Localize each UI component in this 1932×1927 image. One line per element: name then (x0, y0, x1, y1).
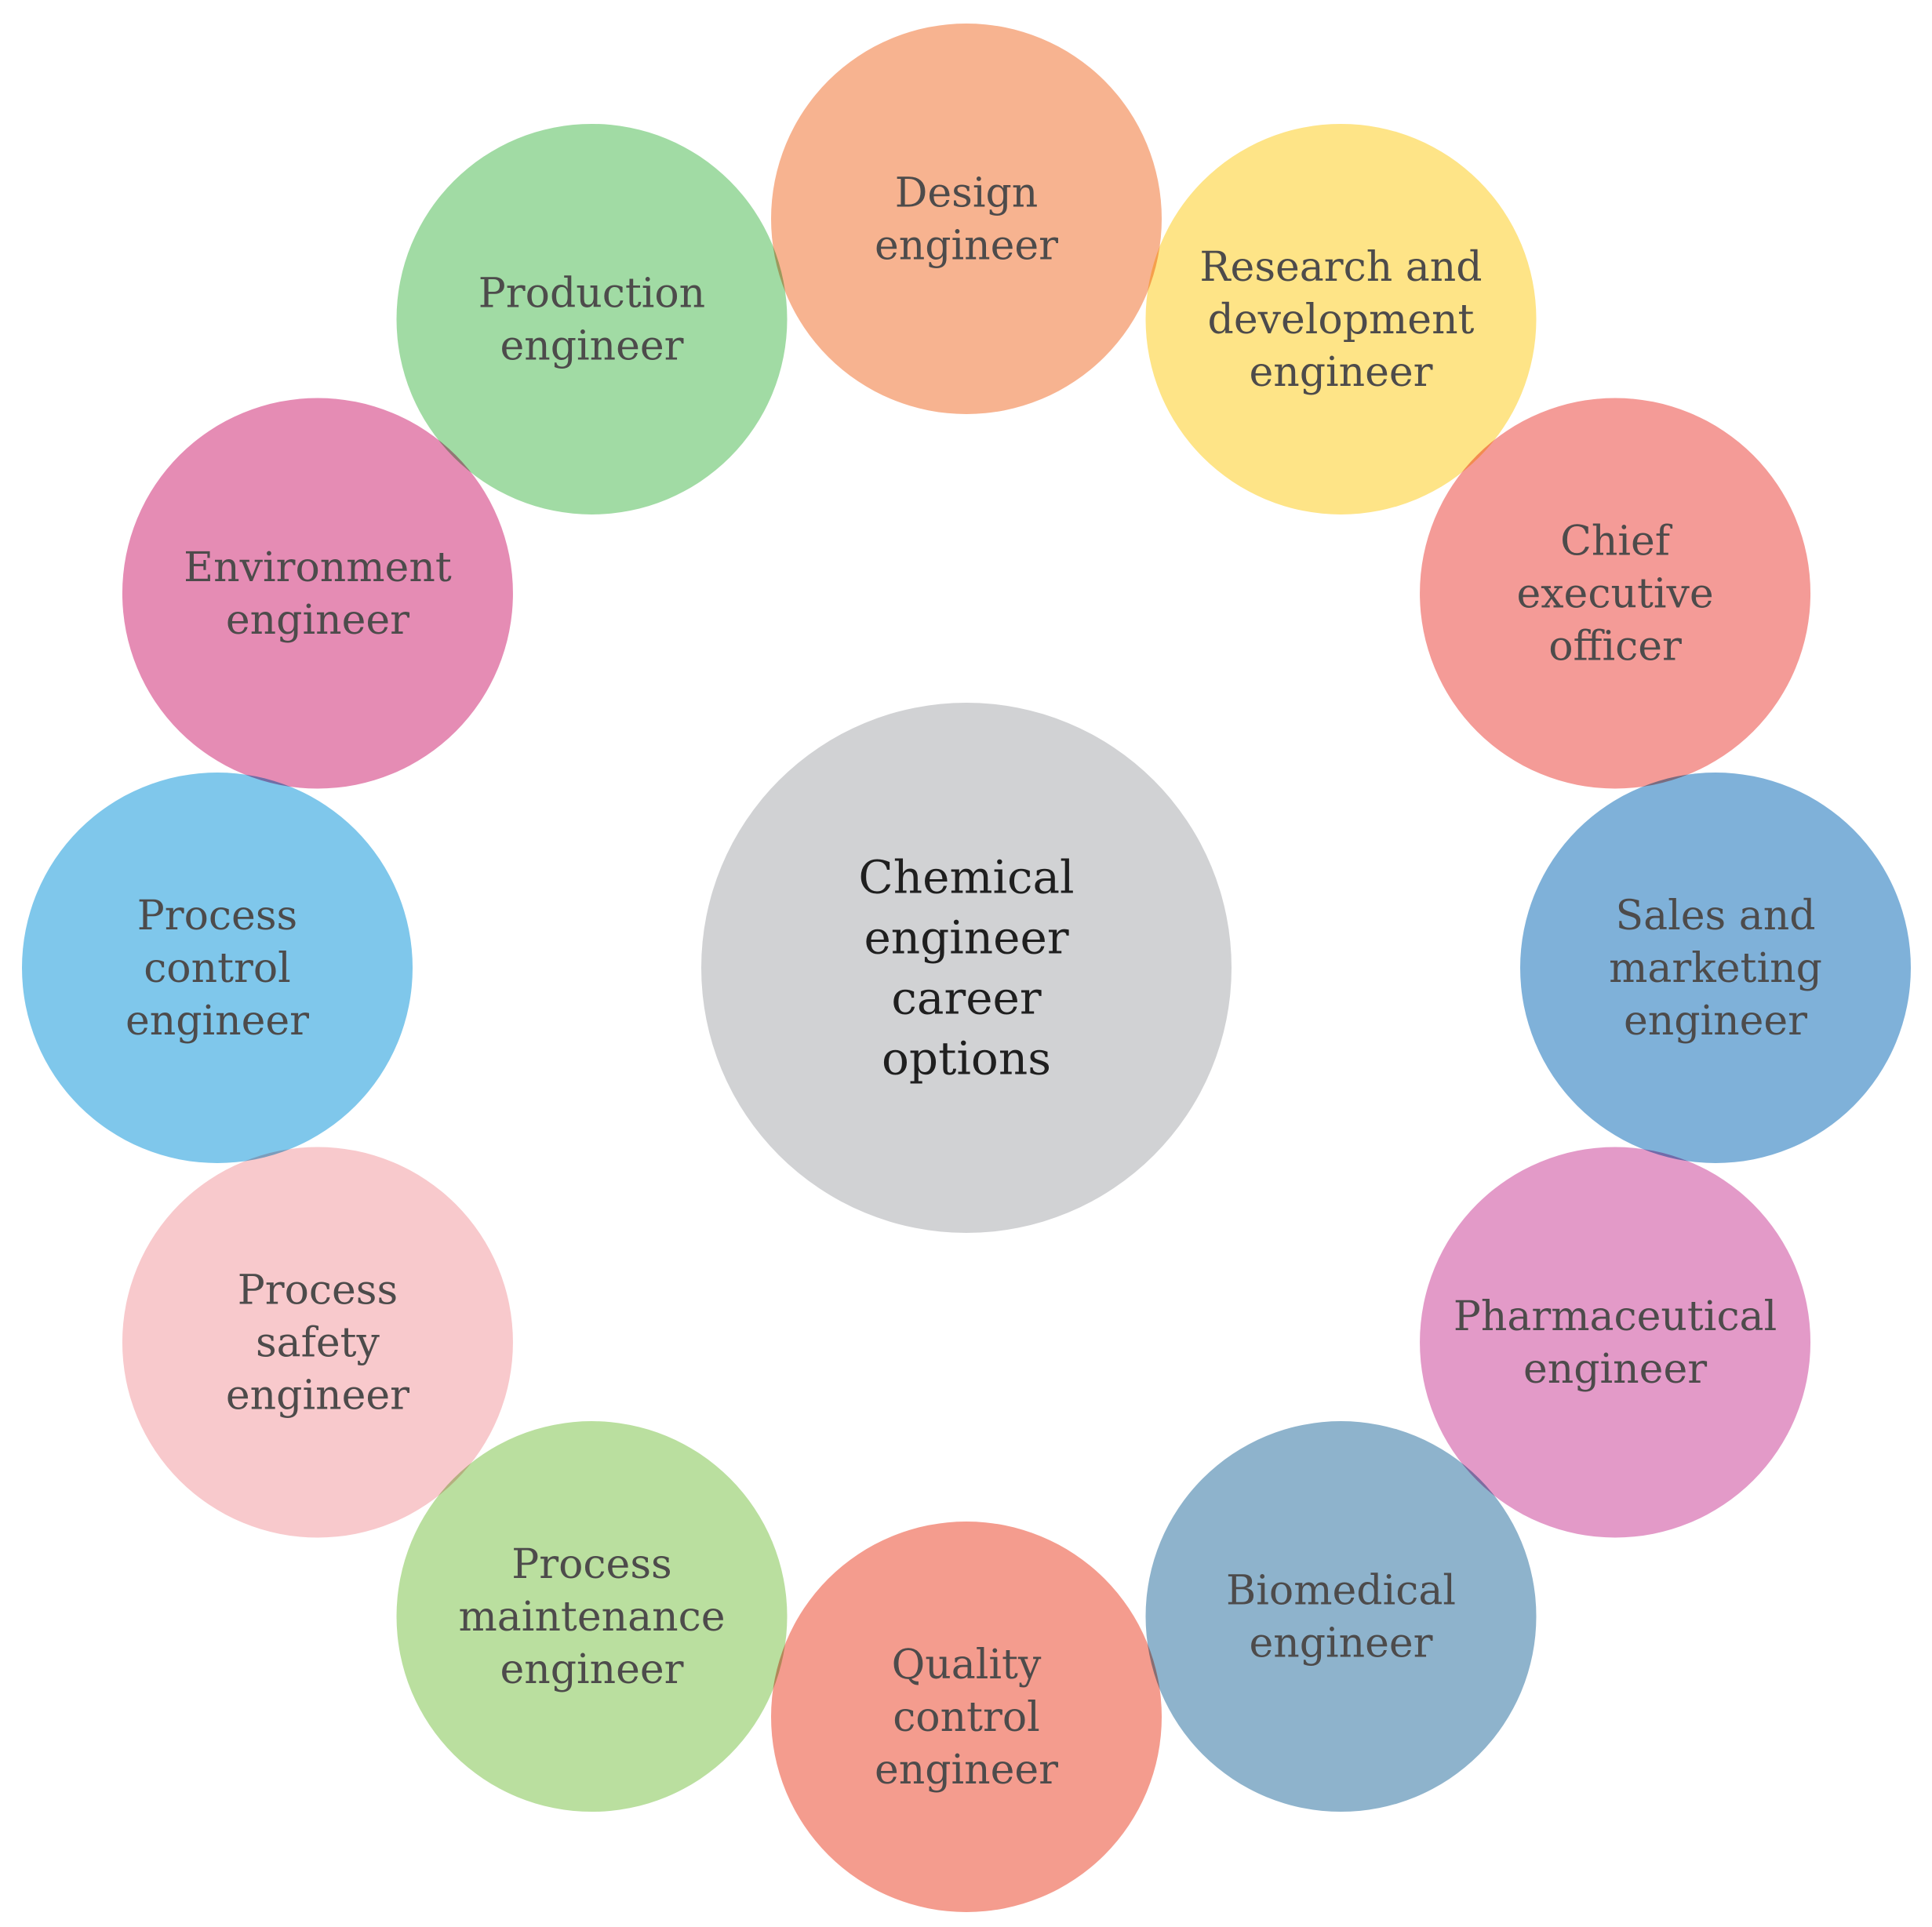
node-label-line: Process (238, 1267, 398, 1314)
node-sales-and-marketing-engineer: Sales and marketing engineer (1520, 773, 1911, 1163)
node-label-line: officer (1548, 624, 1682, 671)
center-label-line: career (891, 972, 1041, 1025)
node-circle (1420, 398, 1811, 789)
node-label-line: engineer (875, 223, 1058, 270)
node-chief-executive-officer: Chief executive officer (1420, 398, 1811, 789)
node-biomedical-engineer: Biomedical engineer (1145, 1421, 1537, 1812)
node-label: Process maintenance engineer (459, 1541, 726, 1693)
node-circle (771, 24, 1162, 414)
node-process-safety-engineer: Process safety engineer (122, 1147, 513, 1538)
node-label-line: Pharmaceutical (1454, 1293, 1777, 1340)
node-process-maintenance-engineer: Process maintenance engineer (396, 1421, 788, 1812)
node-label: Process safety engineer (226, 1267, 409, 1420)
node-label-line: engineer (875, 1747, 1058, 1794)
node-label: Chief executive officer (1516, 518, 1713, 671)
node-label-line: control (144, 945, 291, 992)
node-production-engineer: Production engineer (396, 123, 788, 514)
center-label-line: Chemical (858, 851, 1074, 904)
node-label-line: engineer (1249, 1620, 1432, 1667)
node-label-line: Environment (184, 544, 452, 591)
center-label-line: options (882, 1032, 1051, 1085)
node-label-line: Quality (892, 1642, 1042, 1689)
node-label: Biomedical engineer (1226, 1568, 1456, 1667)
node-circle (122, 1147, 513, 1538)
node-label-line: Research and (1199, 244, 1482, 291)
node-label-line: executive (1516, 571, 1713, 618)
node-circle (1145, 123, 1537, 514)
career-nodes: Design engineer Research and development eng… (22, 24, 1911, 1912)
center-node: Chemical engineer career options (701, 703, 1232, 1233)
node-circle (22, 773, 413, 1163)
node-circle (1520, 773, 1911, 1163)
node-label-line: engineer (226, 597, 409, 644)
node-label: Process control engineer (126, 893, 309, 1045)
node-label-line: engineer (500, 1646, 683, 1693)
node-design-engineer: Design engineer (771, 24, 1162, 414)
node-label-line: maintenance (459, 1594, 726, 1641)
node-label: Environment engineer (184, 544, 452, 644)
node-circle (396, 1421, 788, 1812)
node-label-line: engineer (500, 322, 683, 369)
center-label: Chemical engineer career options (858, 851, 1074, 1085)
node-label: Design engineer (875, 170, 1058, 270)
node-label-line: Production (478, 270, 705, 317)
node-circle (396, 123, 788, 514)
node-label-line: Biomedical (1226, 1568, 1456, 1615)
node-label-line: engineer (226, 1373, 409, 1420)
node-label: Production engineer (478, 270, 705, 369)
node-circle (122, 398, 513, 789)
node-label-line: control (893, 1694, 1040, 1741)
node-circle (771, 1522, 1162, 1912)
node-label-line: Chief (1560, 518, 1673, 565)
node-research-and-development-engineer: Research and development engineer (1145, 123, 1537, 514)
node-label-line: engineer (126, 998, 309, 1045)
center-label-line: engineer (864, 911, 1068, 965)
node-environment-engineer: Environment engineer (122, 398, 513, 789)
node-pharmaceutical-engineer: Pharmaceutical engineer (1420, 1147, 1811, 1538)
node-label-line: marketing (1609, 945, 1822, 992)
node-label-line: development (1208, 296, 1475, 344)
node-label-line: engineer (1624, 998, 1807, 1045)
node-label-line: Sales and (1615, 893, 1815, 940)
node-label-line: engineer (1249, 349, 1432, 396)
node-label-line: Design (895, 170, 1039, 217)
node-label: Sales and marketing engineer (1609, 893, 1822, 1045)
center-circle (701, 703, 1232, 1233)
node-process-control-engineer: Process control engineer (22, 773, 413, 1163)
node-circle (1145, 1421, 1537, 1812)
node-label: Research and development engineer (1199, 244, 1482, 396)
node-label-line: Process (137, 893, 297, 940)
node-quality-control-engineer: Quality control engineer (771, 1522, 1162, 1912)
node-label-line: engineer (1523, 1346, 1707, 1393)
node-label-line: safety (256, 1320, 380, 1367)
node-label: Pharmaceutical engineer (1454, 1293, 1777, 1393)
node-circle (1420, 1147, 1811, 1538)
node-label-line: Process (511, 1541, 671, 1588)
node-label: Quality control engineer (875, 1642, 1058, 1794)
